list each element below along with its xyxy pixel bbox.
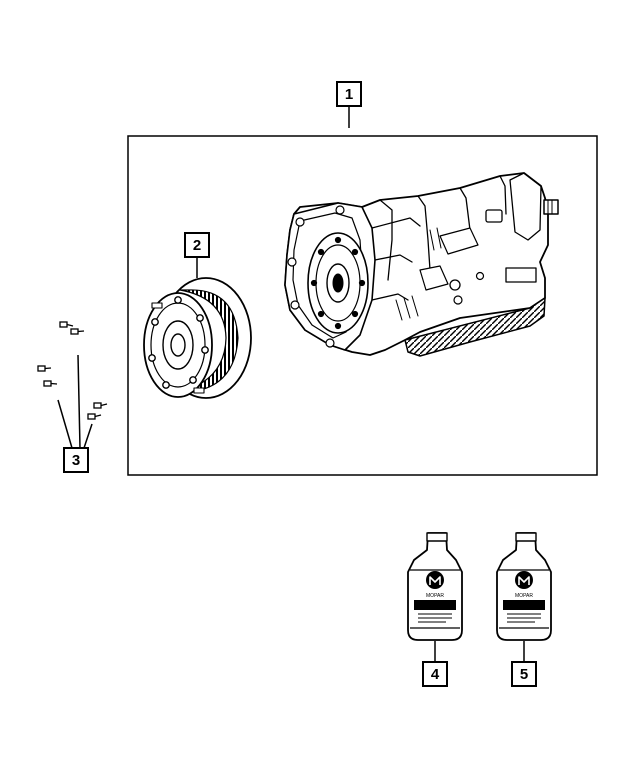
svg-text:5: 5 <box>520 666 528 683</box>
fluid-bottle-5[interactable]: MOPAR <box>496 532 552 641</box>
bolt-set[interactable] <box>37 321 108 420</box>
callout-3[interactable]: 3 <box>63 447 89 473</box>
torque-converter[interactable] <box>143 277 252 399</box>
bolt <box>43 380 58 387</box>
callout-3-leaders <box>57 354 93 449</box>
bolt <box>87 413 102 420</box>
svg-text:3: 3 <box>72 452 80 469</box>
bolt <box>93 402 108 409</box>
fluid-bottle-4[interactable]: MOPAR <box>407 532 463 641</box>
bottle-5-logo-text: MOPAR <box>515 593 533 599</box>
svg-text:2: 2 <box>193 237 201 254</box>
svg-text:4: 4 <box>431 666 440 683</box>
callout-5[interactable]: 5 <box>511 661 537 687</box>
bolt <box>59 321 74 328</box>
callout-1[interactable]: 1 <box>336 81 362 107</box>
assembly-group-frame <box>127 135 598 476</box>
callout-4[interactable]: 4 <box>422 661 448 687</box>
transmission-assembly[interactable] <box>284 172 559 357</box>
bolt <box>37 365 52 372</box>
bottle-4-logo-text: MOPAR <box>426 593 444 599</box>
svg-text:1: 1 <box>345 86 353 103</box>
bolt <box>70 328 85 335</box>
callout-2[interactable]: 2 <box>184 232 210 258</box>
